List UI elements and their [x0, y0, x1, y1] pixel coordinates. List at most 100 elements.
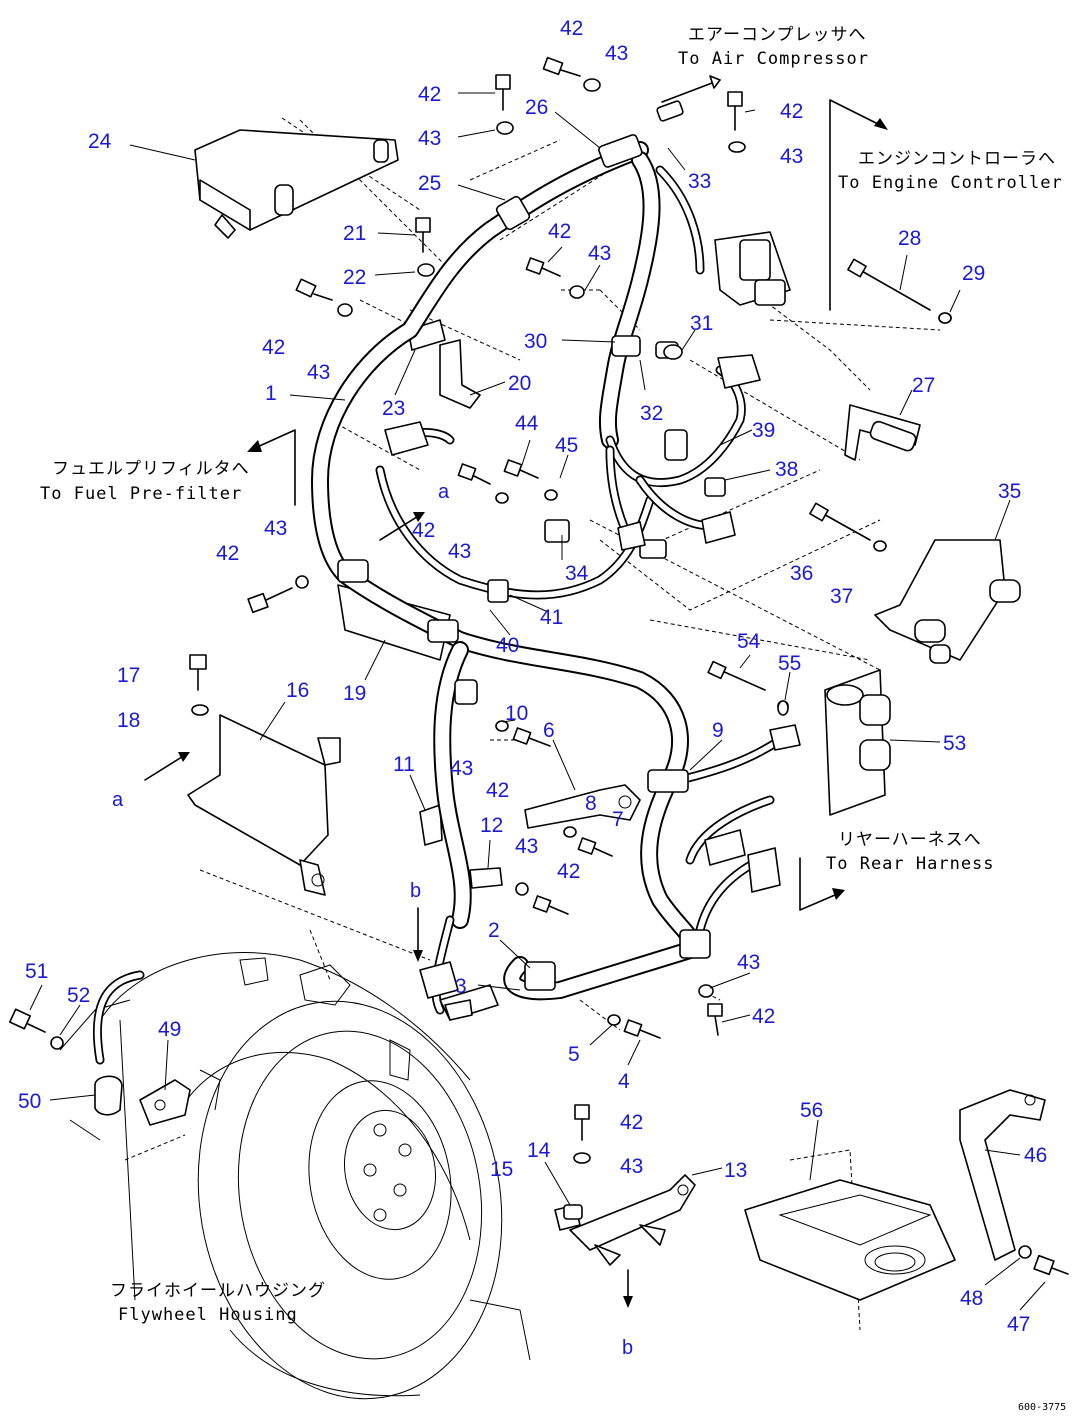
callout-42: 42 — [560, 17, 583, 40]
view-marker-a-left: a — [112, 789, 124, 811]
callout-1: 1 — [265, 382, 277, 405]
callout-8: 8 — [585, 792, 597, 815]
part-54-bolt — [707, 660, 789, 712]
main-harness — [311, 141, 702, 1001]
callout-14: 14 — [527, 1139, 551, 1162]
callout-40: 40 — [496, 634, 519, 657]
note-flywheel-jp: フライホイールハウジング — [110, 1281, 326, 1301]
callout-13: 13 — [724, 1159, 747, 1182]
callout-7: 7 — [612, 808, 624, 831]
note-engine-controller-en: To Engine Controller — [838, 173, 1063, 193]
callout-43: 43 — [605, 42, 628, 65]
callout-6: 6 — [543, 719, 555, 742]
callout-49: 49 — [158, 1018, 181, 1041]
note-air-compressor-en: To Air Compressor — [678, 49, 869, 69]
callout-54: 54 — [737, 630, 761, 653]
callout-5: 5 — [568, 1043, 580, 1066]
callout-20: 20 — [508, 372, 531, 395]
part-12-clamp — [469, 867, 503, 889]
callout-42: 42 — [262, 336, 285, 359]
callout-42: 42 — [548, 220, 571, 243]
callout-39: 39 — [752, 419, 775, 442]
callout-43: 43 — [448, 540, 471, 563]
note-engine-controller-jp: エンジンコントローラへ — [858, 149, 1056, 169]
annotations: エアーコンプレッサへ To Air Compressor エンジンコントローラへ… — [40, 25, 1066, 1413]
part-28-bolt — [847, 258, 952, 324]
part-16-bracket — [187, 714, 341, 896]
callout-23: 23 — [382, 397, 405, 420]
callout-21: 21 — [343, 222, 366, 245]
callout-44: 44 — [515, 412, 539, 435]
part-56-block — [744, 1179, 956, 1301]
callout-55: 55 — [778, 652, 801, 675]
callout-45: 45 — [555, 434, 578, 457]
part-6-strap — [524, 784, 641, 829]
callout-51: 51 — [25, 960, 48, 983]
callout-36: 36 — [790, 562, 813, 585]
callout-4: 4 — [618, 1070, 630, 1093]
flywheel-housing — [59, 952, 531, 1400]
callout-43: 43 — [620, 1155, 643, 1178]
part-24-cover — [194, 129, 399, 239]
callout-11: 11 — [393, 753, 415, 776]
part-35-bracket — [874, 539, 1021, 664]
callout-47: 47 — [1007, 1313, 1030, 1336]
callout-28: 28 — [898, 227, 921, 250]
callout-24: 24 — [88, 130, 112, 153]
view-marker-b-bottom: b — [622, 1337, 633, 1359]
callout-42: 42 — [216, 542, 239, 565]
view-marker-b-left: b — [410, 880, 421, 902]
callout-27: 27 — [912, 374, 935, 397]
callout-19: 19 — [343, 682, 366, 705]
view-marker-a-top: a — [438, 481, 450, 503]
callout-56: 56 — [800, 1099, 823, 1122]
callout-42: 42 — [557, 860, 580, 883]
callout-46: 46 — [1024, 1144, 1047, 1167]
callout-35: 35 — [998, 480, 1021, 503]
callout-42: 42 — [620, 1111, 643, 1134]
note-fuel-prefilter-en: To Fuel Pre-filter — [40, 484, 242, 504]
callout-22: 22 — [343, 266, 366, 289]
callout-48: 48 — [960, 1287, 983, 1310]
callout-42: 42 — [412, 519, 435, 542]
callout-10: 10 — [505, 702, 528, 725]
callout-31: 31 — [690, 312, 713, 335]
callout-43: 43 — [307, 361, 330, 384]
part-19-shroud — [337, 584, 451, 661]
part-11-clip — [419, 804, 443, 846]
callout-42: 42 — [418, 83, 441, 106]
callout-25: 25 — [418, 172, 441, 195]
part-49-50-clamps — [94, 1075, 191, 1161]
callout-29: 29 — [962, 262, 985, 285]
drawing-code: 600-3775 — [1018, 1402, 1066, 1413]
part-53-plate — [824, 669, 891, 816]
callout-50: 50 — [18, 1090, 41, 1113]
callout-15: 15 — [490, 1158, 513, 1181]
harness-clamps — [337, 100, 726, 991]
callout-43: 43 — [515, 835, 538, 858]
part-36-bolt — [809, 502, 887, 552]
part-27-support — [844, 404, 921, 461]
note-rear-harness-en: To Rear Harness — [826, 854, 995, 874]
callout-labels: 42 43 42 43 26 42 43 24 25 33 21 42 43 2… — [18, 17, 1047, 1336]
callout-42: 42 — [780, 100, 803, 123]
callout-9: 9 — [712, 719, 724, 742]
callout-32: 32 — [640, 402, 663, 425]
callout-43: 43 — [418, 127, 441, 150]
part-13-bracket — [569, 1174, 696, 1266]
callout-43: 43 — [450, 757, 473, 780]
callout-42: 42 — [486, 779, 509, 802]
callout-42: 42 — [752, 1005, 775, 1028]
callout-41: 41 — [540, 606, 563, 629]
callout-43: 43 — [264, 517, 287, 540]
callout-43: 43 — [588, 242, 611, 265]
part-20-bracket — [439, 339, 481, 409]
callout-12: 12 — [480, 814, 503, 837]
callout-37: 37 — [830, 585, 853, 608]
fasteners — [8, 56, 1069, 1276]
part-46-stay — [959, 1089, 1046, 1261]
note-fuel-prefilter-jp: フュエルプリフィルタへ — [52, 459, 250, 479]
callout-3: 3 — [455, 975, 467, 998]
callout-34: 34 — [565, 562, 589, 585]
